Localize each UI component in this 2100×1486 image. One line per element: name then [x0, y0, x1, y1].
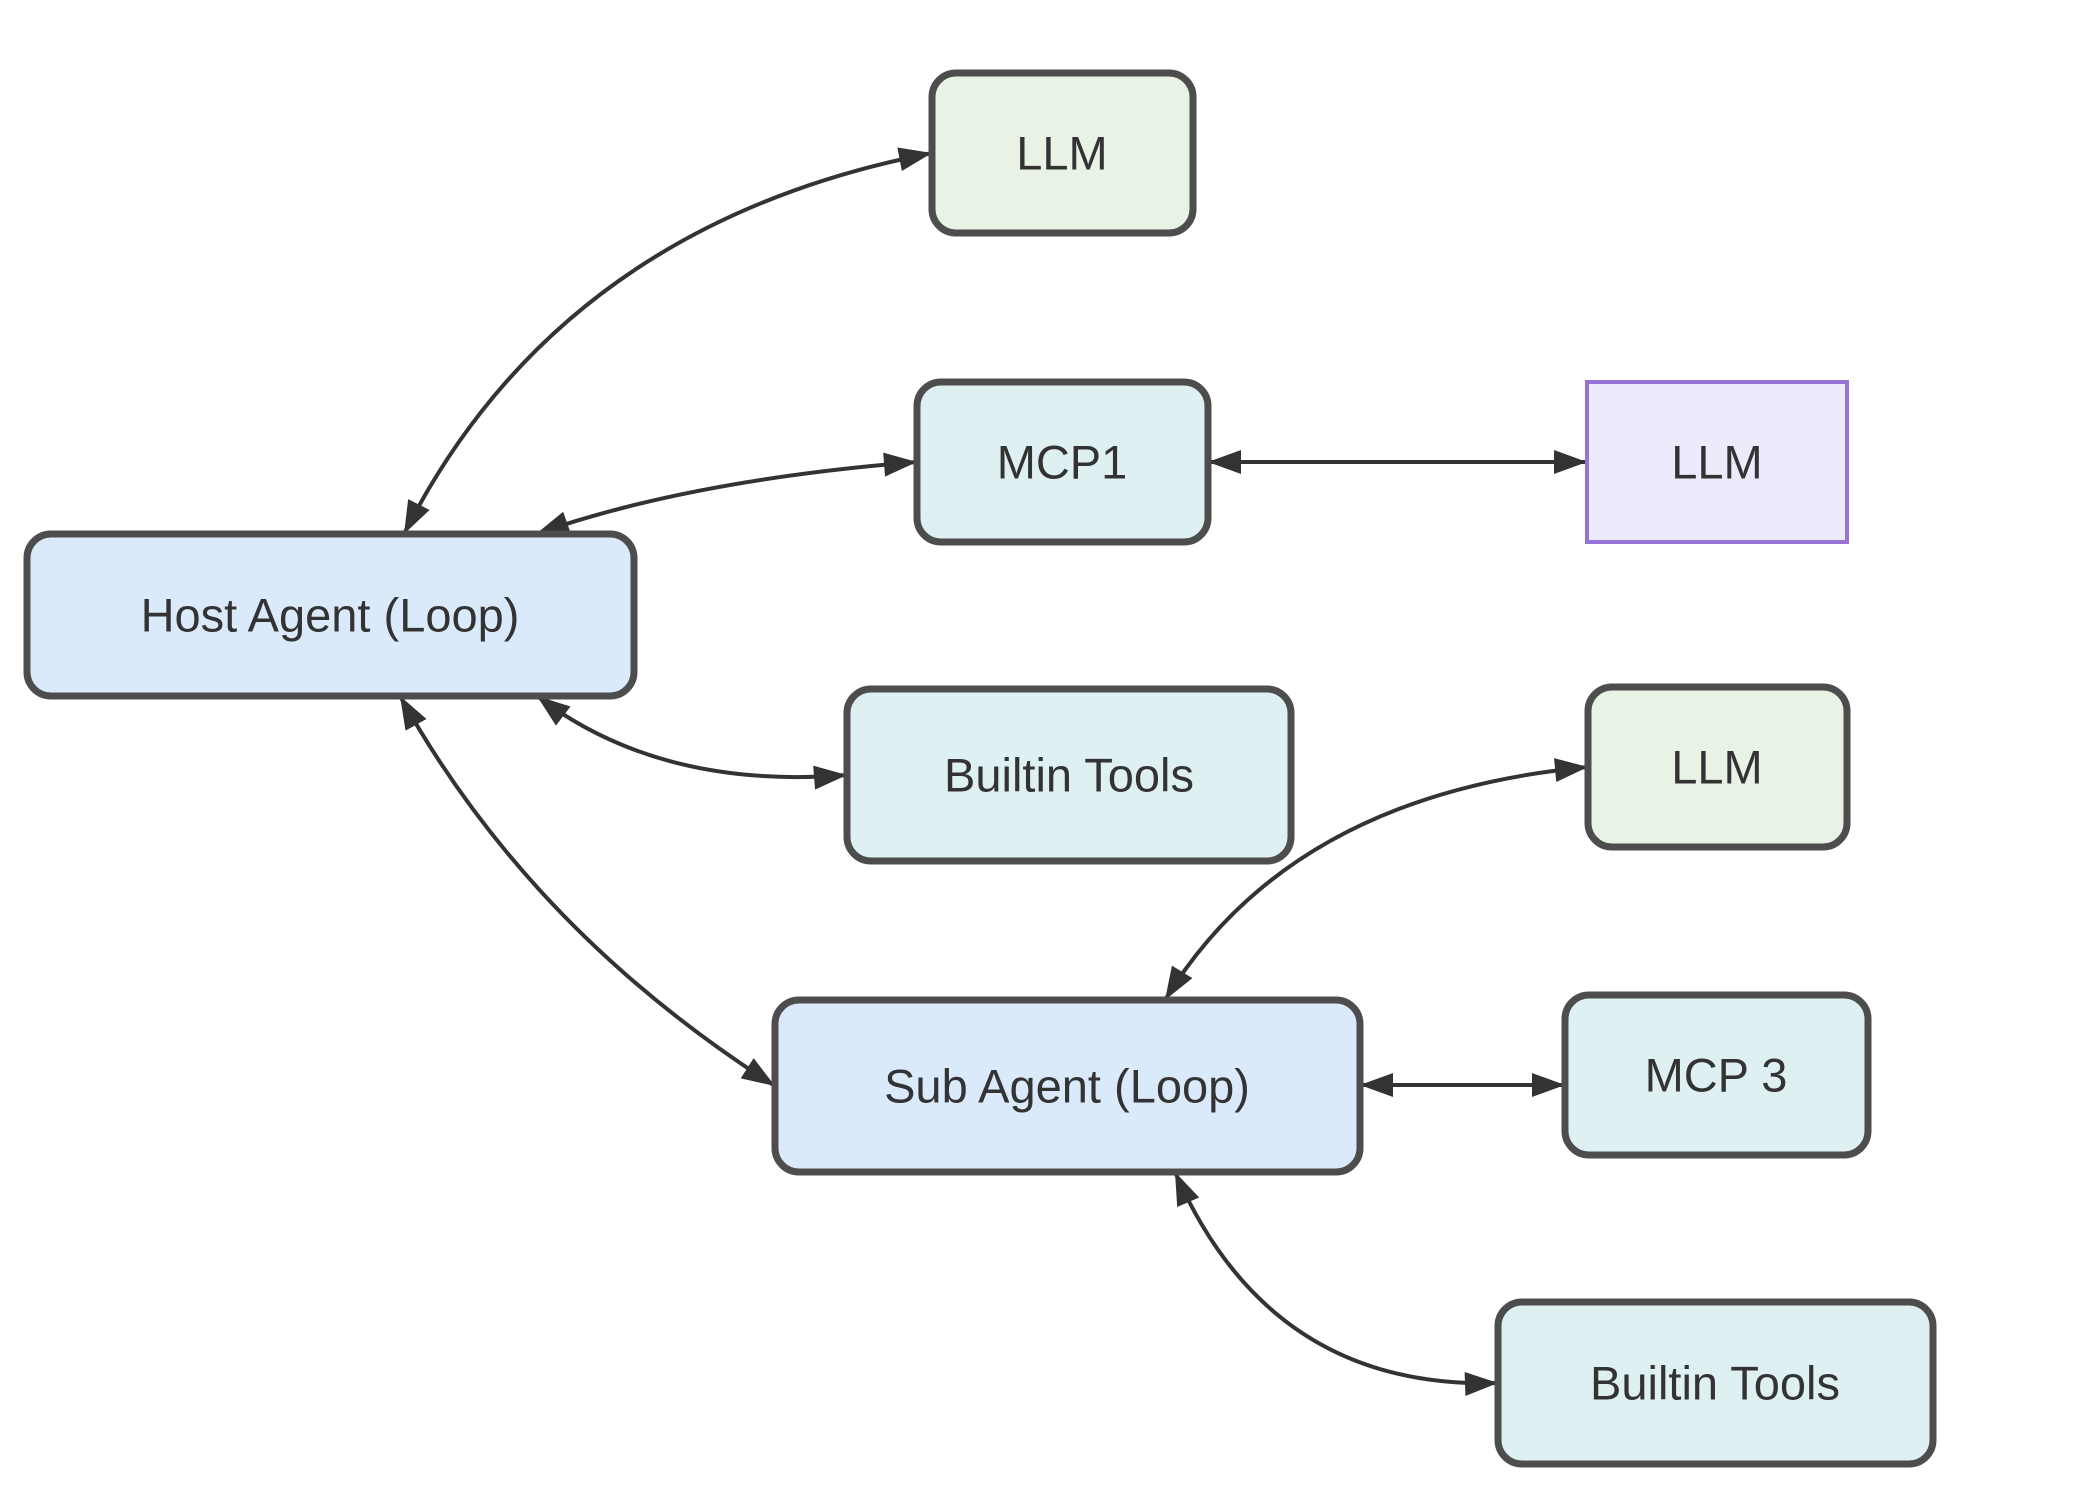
node-mcp3[interactable]: MCP 3	[1561, 991, 1872, 1159]
node-builtin-tools-sub-box	[1494, 1298, 1937, 1468]
edge-layer	[398, 147, 1589, 1396]
edge-host-agent-sub-agent	[398, 695, 777, 1088]
edge-host-agent-builtin-tools	[535, 694, 848, 790]
node-builtin-tools-sub-label: Builtin Tools	[1590, 1357, 1840, 1410]
node-mcp3-box	[1561, 991, 1872, 1159]
edge-sub-agent-llm	[1163, 758, 1589, 1002]
node-mcp1-box	[913, 378, 1212, 546]
node-builtin-tools-sub[interactable]: Builtin Tools	[1494, 1298, 1937, 1468]
node-llm-top-label: LLM	[1016, 127, 1107, 180]
node-host-agent-label: Host Agent (Loop)	[141, 589, 520, 642]
node-llm-mcp1-label: LLM	[1671, 436, 1762, 489]
node-layer: LLM MCP1 LLM Host Agent (Loop) Builtin T…	[23, 69, 1937, 1468]
node-builtin-tools-host-label: Builtin Tools	[944, 749, 1194, 802]
node-host-agent-box	[23, 530, 638, 700]
node-builtin-tools-host[interactable]: Builtin Tools	[843, 685, 1295, 865]
node-host-agent[interactable]: Host Agent (Loop)	[23, 530, 638, 700]
node-sub-agent[interactable]: Sub Agent (Loop)	[771, 996, 1364, 1176]
node-llm-top-box	[928, 69, 1197, 237]
edge-host-agent-llm-top	[402, 147, 933, 535]
node-sub-agent-label: Sub Agent (Loop)	[884, 1060, 1250, 1113]
node-builtin-tools-host-box	[843, 685, 1295, 865]
node-mcp3-label: MCP 3	[1645, 1049, 1788, 1102]
node-mcp1-label: MCP1	[997, 436, 1128, 489]
node-llm-sub[interactable]: LLM	[1584, 683, 1851, 851]
node-llm-sub-label: LLM	[1671, 741, 1762, 794]
node-llm-mcp1-box	[1585, 380, 1849, 544]
node-llm-sub-box	[1584, 683, 1851, 851]
edge-sub-agent-builtin-tools	[1173, 1171, 1499, 1396]
node-mcp1[interactable]: MCP1	[913, 378, 1212, 546]
node-sub-agent-box	[771, 996, 1364, 1176]
node-llm-mcp1[interactable]: LLM	[1585, 380, 1849, 544]
node-llm-top[interactable]: LLM	[928, 69, 1197, 237]
edge-host-agent-mcp1	[535, 452, 918, 536]
